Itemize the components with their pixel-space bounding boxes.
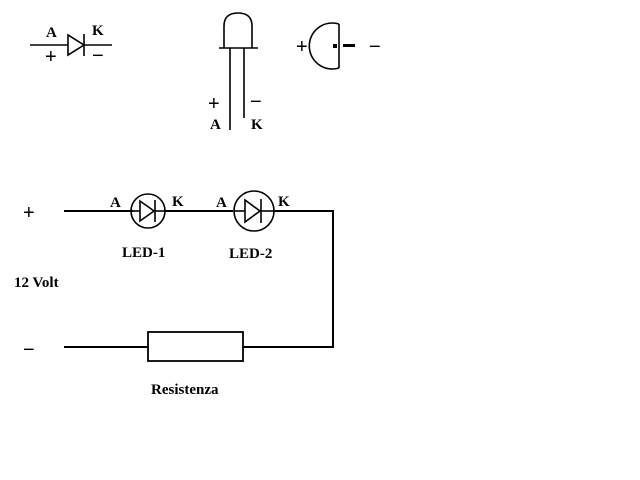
- led2-triangle: [244, 198, 262, 224]
- led1-cathode-label: K: [172, 194, 184, 210]
- supply-voltage-label: 12 Volt: [14, 275, 59, 291]
- led-top-view: + −: [296, 22, 381, 70]
- diode-minus-sign: −: [92, 45, 104, 67]
- led1-triangle: [139, 199, 156, 223]
- supply-minus-sign: −: [23, 339, 35, 361]
- led2-name-label: LED-2: [229, 246, 272, 262]
- diode-triangle: [67, 33, 86, 57]
- led-side-view: + − A K: [208, 12, 263, 133]
- resistor-label: Resistenza: [151, 382, 219, 398]
- led-side-plus-sign: +: [208, 93, 220, 115]
- diode-plus-sign: +: [45, 46, 57, 68]
- series-circuit: A K LED-1 A K LED-2 Resistenza + 12 Volt…: [14, 190, 334, 398]
- led-side-anode-label: A: [210, 117, 221, 133]
- diode-symbol: A K + −: [30, 23, 112, 68]
- led2-cathode-label: K: [278, 194, 290, 210]
- diode-cathode-label: K: [92, 23, 104, 39]
- led-body: [223, 12, 253, 48]
- led-top-minus-sign: −: [369, 36, 381, 58]
- supply-plus-sign: +: [23, 202, 35, 224]
- led-side-minus-sign: −: [250, 91, 262, 113]
- led1-name-label: LED-1: [122, 245, 165, 261]
- led-top-cathode-bar: [343, 44, 355, 47]
- led2-anode-label: A: [216, 195, 227, 211]
- diode-anode-label: A: [46, 25, 57, 41]
- led-side-cathode-label: K: [251, 117, 263, 133]
- led-top-anode-dot: [333, 44, 337, 48]
- led2-symbol: [233, 190, 275, 232]
- led1-symbol: [130, 193, 166, 229]
- led-top-circle: [308, 22, 340, 70]
- resistor-body: [147, 331, 244, 362]
- led1-anode-label: A: [110, 195, 121, 211]
- led-top-plus-sign: +: [296, 36, 308, 58]
